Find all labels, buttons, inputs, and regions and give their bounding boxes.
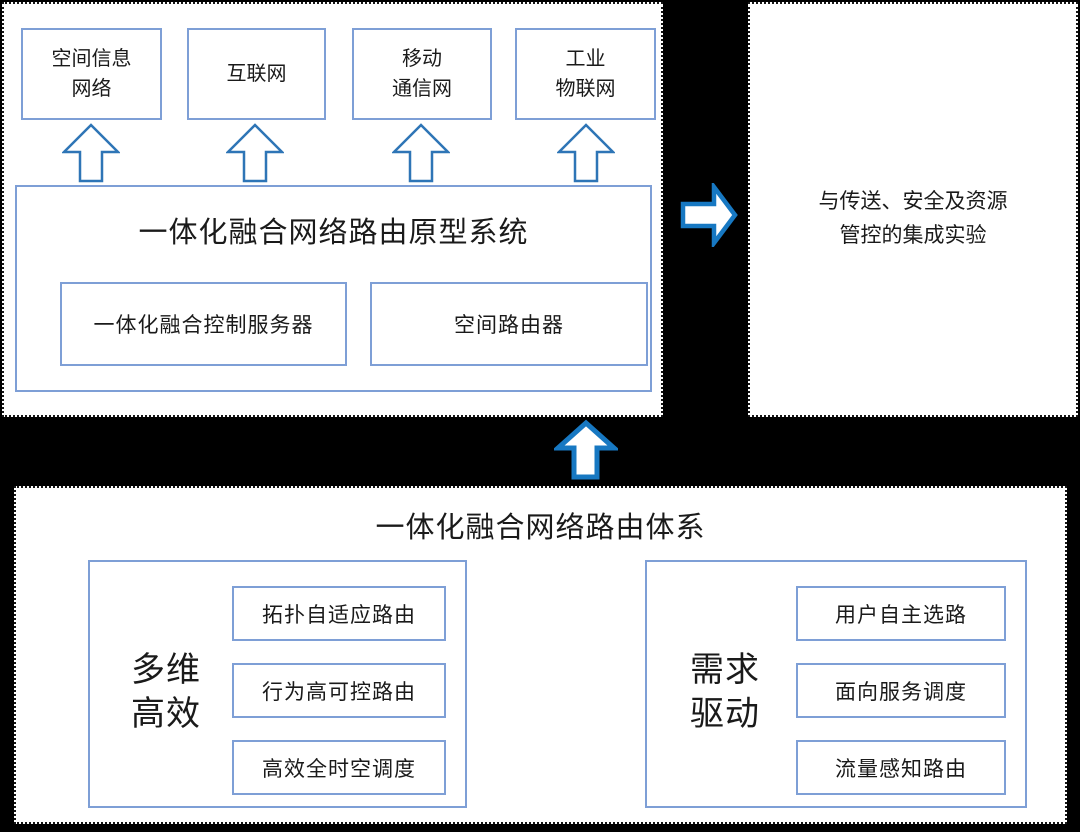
group-label: 多维 高效: [131, 651, 201, 734]
group-label: 需求 驱动: [690, 651, 760, 734]
item-box-efficient-spacetime-scheduling: 高效全时空调度: [232, 740, 446, 795]
up-arrow-icon: [62, 123, 120, 183]
component-label: 一体化融合控制服务器: [93, 314, 314, 337]
up-arrow-icon: [392, 123, 450, 183]
network-box-space-info: 空间信息 网络: [21, 28, 162, 120]
group-multidim-efficient: 多维 高效 拓扑自适应路由 行为高可控路由 高效全时空调度: [88, 560, 467, 808]
up-arrow-icon: [557, 123, 615, 183]
network-box-industrial-iot: 工业 物联网: [515, 28, 656, 120]
item-label: 行为高可控路由: [262, 680, 416, 704]
architecture-title: 一体化融合网络路由体系: [375, 512, 706, 544]
item-label: 用户自主选路: [835, 603, 967, 627]
item-box-service-oriented-scheduling: 面向服务调度: [796, 663, 1006, 718]
group-demand-driven: 需求 驱动 用户自主选路 面向服务调度 流量感知路由: [645, 560, 1027, 808]
right-arrow-icon: [680, 183, 738, 247]
prototype-panel: 空间信息 网络 互联网 移动 通信网 工业 物联网 一体化融合网络路由原型系统 …: [2, 2, 663, 417]
network-box-label: 空间信息 网络: [51, 48, 132, 100]
component-box-space-router: 空间路由器: [370, 282, 648, 366]
prototype-system-title: 一体化融合网络路由原型系统: [138, 217, 529, 249]
item-label: 面向服务调度: [835, 680, 967, 704]
item-box-topology-adaptive-routing: 拓扑自适应路由: [232, 586, 446, 641]
item-box-user-selected-routing: 用户自主选路: [796, 586, 1006, 641]
item-box-behavior-controllable-routing: 行为高可控路由: [232, 663, 446, 718]
network-box-internet: 互联网: [187, 28, 326, 120]
item-label: 高效全时空调度: [262, 757, 416, 781]
item-box-traffic-aware-routing: 流量感知路由: [796, 740, 1006, 795]
prototype-system-box: 一体化融合网络路由原型系统 一体化融合控制服务器 空间路由器: [15, 185, 652, 392]
experiment-panel: 与传送、安全及资源 管控的集成实验: [748, 2, 1078, 417]
component-box-control-server: 一体化融合控制服务器: [60, 282, 347, 366]
architecture-panel: 一体化融合网络路由体系 多维 高效 拓扑自适应路由 行为高可控路由 高效全时空调…: [14, 486, 1067, 824]
network-box-label: 工业 物联网: [555, 48, 616, 100]
experiment-text: 与传送、安全及资源 管控的集成实验: [818, 190, 1008, 247]
network-box-label: 移动 通信网: [392, 48, 452, 100]
component-label: 空间路由器: [454, 314, 564, 337]
item-label: 拓扑自适应路由: [262, 603, 416, 627]
item-label: 流量感知路由: [835, 757, 967, 781]
network-box-mobile: 移动 通信网: [352, 28, 492, 120]
up-arrow-big-icon: [554, 419, 618, 480]
up-arrow-icon: [226, 123, 284, 183]
network-box-label: 互联网: [226, 63, 287, 85]
